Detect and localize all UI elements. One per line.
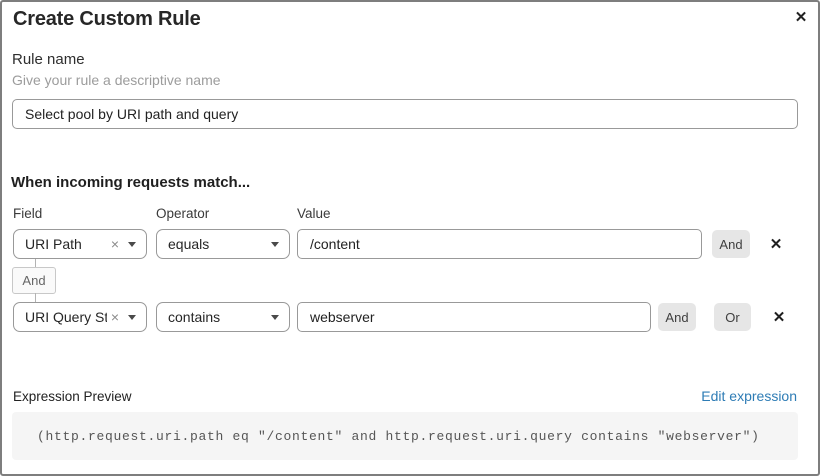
match-heading: When incoming requests match... <box>11 174 251 191</box>
expression-preview-label: Expression Preview <box>13 389 132 404</box>
clear-selection-icon[interactable]: × <box>110 309 119 325</box>
field-select-row1[interactable]: URI Path × <box>13 229 147 259</box>
and-button-row1[interactable]: And <box>712 230 750 258</box>
rule-name-hint: Give your rule a descriptive name <box>12 72 221 88</box>
rule-name-input[interactable] <box>12 99 798 129</box>
edit-expression-link[interactable]: Edit expression <box>701 388 797 404</box>
value-column-label: Value <box>297 206 331 221</box>
expression-preview-block: (http.request.uri.path eq "/content" and… <box>12 412 798 460</box>
value-input-row2[interactable] <box>297 302 651 332</box>
rule-name-label: Rule name <box>12 51 85 68</box>
field-select-row2-value: URI Query St... <box>25 309 107 325</box>
remove-row1-icon[interactable]: ✕ <box>765 233 787 255</box>
field-column-label: Field <box>13 206 43 221</box>
close-icon[interactable]: ✕ <box>790 6 812 28</box>
operator-select-row2-value: contains <box>168 309 221 325</box>
operator-select-row2[interactable]: contains <box>156 302 290 332</box>
and-button-row2[interactable]: And <box>658 303 696 331</box>
page-title: Create Custom Rule <box>13 8 201 30</box>
field-select-row2[interactable]: URI Query St... × <box>13 302 147 332</box>
operator-column-label: Operator <box>156 206 210 221</box>
or-button-row2[interactable]: Or <box>714 303 751 331</box>
connector-line <box>35 293 36 303</box>
connector-line <box>35 259 36 268</box>
field-select-row1-value: URI Path <box>25 236 82 252</box>
chevron-down-icon <box>128 314 136 320</box>
chevron-down-icon <box>128 241 136 247</box>
operator-select-row1-value: equals <box>168 236 210 252</box>
chevron-down-icon <box>271 314 279 320</box>
and-joiner-chip[interactable]: And <box>12 267 56 294</box>
remove-row2-icon[interactable]: ✕ <box>768 306 790 328</box>
chevron-down-icon <box>271 241 279 247</box>
operator-select-row1[interactable]: equals <box>156 229 290 259</box>
value-input-row1[interactable] <box>297 229 702 259</box>
expression-preview-code: (http.request.uri.path eq "/content" and… <box>37 428 760 444</box>
clear-selection-icon[interactable]: × <box>110 236 119 252</box>
